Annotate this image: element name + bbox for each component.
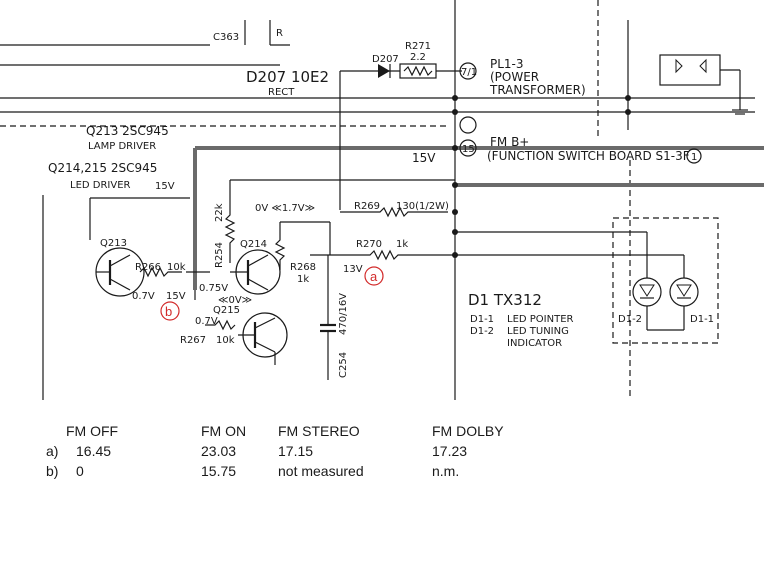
v13-label: 13V [343,264,363,275]
rect-label: RECT [268,87,295,98]
r266-value: 10k [167,262,186,273]
function-switch-num: 1 [691,152,697,163]
pl1-3-connector-icon [459,62,477,80]
table-header-row: FM OFF FM ON FM STEREO FM DOLBY [46,423,566,443]
v07-label-b: 0.7V [195,316,218,327]
q213-label: Q213 [100,238,127,249]
r254-resistor [224,205,236,263]
function-switch-label: (FUNCTION SWITCH BOARD S1-3F [487,149,690,163]
d207-label: D207 [372,54,399,65]
r269-label: R269 [354,201,380,212]
v15-label-b: 15V [155,181,175,192]
d1-2-led [632,277,662,307]
r268-label: R268 [290,262,316,273]
v07-label-a: 0.7V [132,291,155,302]
d1-led-box [612,217,719,344]
d207-name: D207 10E2 [246,68,329,86]
q215-label: Q215 [213,305,240,316]
lamp-driver-label: LAMP DRIVER [88,141,156,152]
d1-2-box-label: D1-2 [618,314,642,325]
table-row: b) 0 15.75 not measured n.m. [46,463,566,483]
c254-value: 470/16V [338,293,349,335]
c363-label: C363 [213,32,239,43]
r22k-label: 22k [214,203,225,222]
fm-b-connector-icon [459,116,477,134]
d207-diode [378,64,390,78]
pl1-badge: 7/1 [461,67,477,78]
q214-title: Q214,215 2SC945 [48,161,157,175]
table-cell: 15.75 [201,463,237,479]
row-label: b) [46,463,59,479]
schematic-diagram: C363 R R271 2.2 D207 D207 10E2 RECT 7/1 … [0,0,764,400]
ov-17v-label: 0V ≪1.7V≫ [255,203,315,214]
table-cell: n.m. [432,463,460,479]
d1-title: D1 TX312 [468,291,542,309]
marker-b-label: b [165,304,172,319]
r267-label: R267 [180,335,206,346]
r270-label: R270 [356,239,382,250]
header-fm-off: FM OFF [66,423,119,439]
r267-resistor [205,319,236,331]
d1-1-led [669,277,699,307]
d1-1-ref: D1-1 [470,314,494,325]
d1-indicator: INDICATOR [507,338,562,349]
r271-label: R271 [405,41,431,52]
r267-value: 10k [216,335,235,346]
marker-a-circle [364,266,384,286]
r270-resistor [310,249,458,261]
r268-value: 1k [297,274,309,285]
fm-b-label: FM B+ [490,135,529,149]
power-label: (POWER [490,70,539,84]
d1-2-ref: D1-2 [470,326,494,337]
header-fm-dolby: FM DOLBY [432,423,504,439]
function-switch-connector-icon [459,139,477,157]
table-cell: not measured [278,463,364,479]
led-driver-label: LED DRIVER [70,180,131,191]
r268-resistor [274,232,286,270]
table-cell: 16.45 [76,443,112,459]
table-cell: 23.03 [201,443,237,459]
pl1-3-label: PL1-3 [490,57,524,71]
r270-value: 1k [396,239,408,250]
measurement-table: FM OFF FM ON FM STEREO FM DOLBY a) 16.45… [46,423,566,483]
v15-label-c: 15V [166,291,186,302]
r269-value: 130(1/2W) [396,201,449,212]
table-row: a) 16.45 23.03 17.15 17.23 [46,443,566,463]
r266-label: R266 [135,262,161,273]
r271-value: 2.2 [410,52,426,63]
table-cell: 0 [76,463,84,479]
fm-badge: 15 [462,144,475,155]
r-top-label: R [276,28,283,39]
v15-label-a: 15V [412,151,436,165]
d1-1-box-label: D1-1 [690,314,714,325]
v075-label: 0.75V [199,283,228,294]
marker-a-label: a [370,269,378,284]
marker-b-circle [160,301,180,321]
v0-dbl-label: ≪0V≫ [218,295,252,306]
top-right-component [659,54,721,86]
header-fm-stereo: FM STEREO [278,423,360,439]
c254-label: C254 [338,352,349,378]
r266-resistor [139,266,182,278]
d1-2-desc: LED TUNING [507,326,569,337]
q214-label: Q214 [240,239,267,250]
r269-resistor [340,206,448,218]
transformer-label: TRANSFORMER) [489,83,586,97]
d1-1-desc: LED POINTER [507,314,574,325]
row-label: a) [46,443,59,459]
r254-label: R254 [214,242,225,268]
header-fm-on: FM ON [201,423,247,439]
table-cell: 17.15 [278,443,314,459]
table-cell: 17.23 [432,443,468,459]
q213-title: Q213 2SC945 [86,124,169,138]
